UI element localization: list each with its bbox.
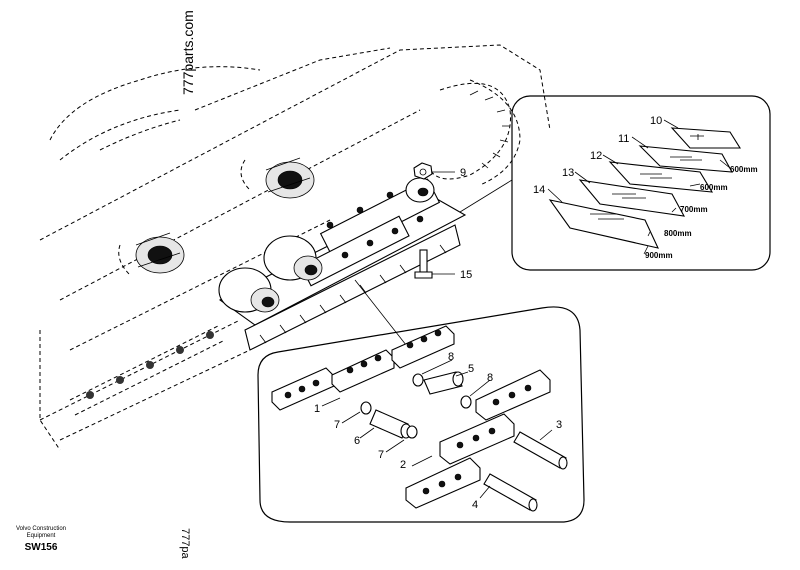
track-roller-1 (218, 267, 280, 313)
callout-9: 9 (460, 167, 466, 179)
lower-roller (135, 232, 185, 274)
track-roller-assembly (218, 177, 467, 351)
callout-11: 11 (618, 133, 629, 145)
shoe-width-14: 900mm (645, 251, 673, 260)
track-roller-3 (405, 177, 435, 203)
shoe-width-10: 600mm (730, 165, 758, 174)
manufacturer-line-2: Equipment (26, 533, 56, 539)
chain-link-part-2 (405, 413, 515, 509)
chain-parts-inset (257, 279, 585, 523)
lower-chain-outline (69, 324, 226, 416)
track-shoe-inset (459, 95, 771, 271)
bolt-part-15 (414, 249, 455, 279)
shoe-width-13: 800mm (664, 229, 692, 238)
callout-12: 12 (590, 150, 602, 162)
callout-labels: 1 2 3 4 5 6 7 7 8 8 9 10 11 12 13 14 15 (314, 115, 662, 511)
callout-7a: 7 (334, 419, 340, 431)
bushing-part-5 (423, 371, 464, 395)
footer: Volvo Construction Equipment SW156 (6, 526, 76, 553)
callout-13: 13 (562, 167, 574, 179)
pin-part-4 (483, 473, 538, 512)
track-frame-outline (39, 44, 551, 451)
callout-6: 6 (354, 435, 360, 447)
callout-10: 10 (650, 115, 662, 127)
callout-5: 5 (468, 363, 474, 375)
callout-14: 14 (533, 184, 545, 196)
track-roller-2 (263, 235, 323, 281)
watermark-bottom: 777pa (179, 528, 191, 559)
chain-link-right (475, 369, 551, 421)
upper-roller (265, 157, 315, 199)
chain-link-part-1 (271, 325, 455, 411)
shoe-width-12: 700mm (680, 205, 708, 214)
manufacturer-line-1: Volvo Construction (15, 526, 67, 532)
callout-15: 15 (460, 269, 472, 281)
shoe-width-labels: 600mm 600mm 700mm 800mm 900mm (645, 165, 758, 260)
bushing-part-6 (369, 409, 412, 439)
callout-8a: 8 (448, 351, 454, 363)
diagram-code: SW156 (24, 542, 58, 553)
callout-7b: 7 (378, 449, 384, 461)
seal-part-8 (412, 373, 472, 409)
callout-2: 2 (400, 459, 406, 471)
pin-part-3 (513, 431, 568, 470)
nut-part-9 (413, 162, 455, 180)
callout-4: 4 (472, 499, 478, 511)
seal-part-7 (360, 401, 418, 439)
callout-1: 1 (314, 403, 320, 415)
sprocket-outline (429, 82, 511, 180)
callout-8b: 8 (487, 372, 493, 384)
callout-3: 3 (556, 419, 562, 431)
shoe-width-11: 600mm (700, 183, 728, 192)
watermark-side: 777parts.com (180, 10, 196, 95)
